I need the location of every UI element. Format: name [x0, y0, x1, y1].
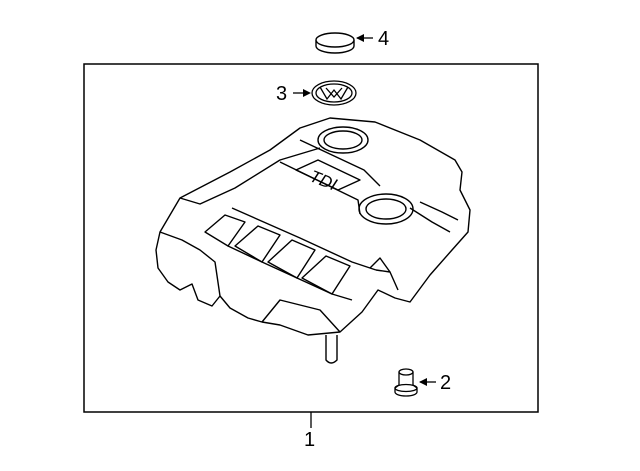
- callout-1-number: 1: [304, 429, 315, 451]
- callout-4-arrowhead: [356, 34, 364, 42]
- engine-cover-part: [155, 117, 471, 364]
- grommet-part: [394, 368, 418, 397]
- callout-3-arrowhead: [303, 89, 311, 97]
- callout-2-number: 2: [440, 372, 451, 394]
- callout-3: 3: [276, 83, 311, 105]
- callout-1: 1: [304, 412, 315, 451]
- callout-4-number: 4: [378, 28, 389, 50]
- callout-3-number: 3: [276, 83, 287, 105]
- callout-4: 4: [356, 28, 389, 50]
- cap-part: [315, 32, 355, 54]
- callout-2-arrowhead: [419, 378, 427, 386]
- callout-2: 2: [419, 372, 451, 394]
- emblem-part: [311, 80, 357, 106]
